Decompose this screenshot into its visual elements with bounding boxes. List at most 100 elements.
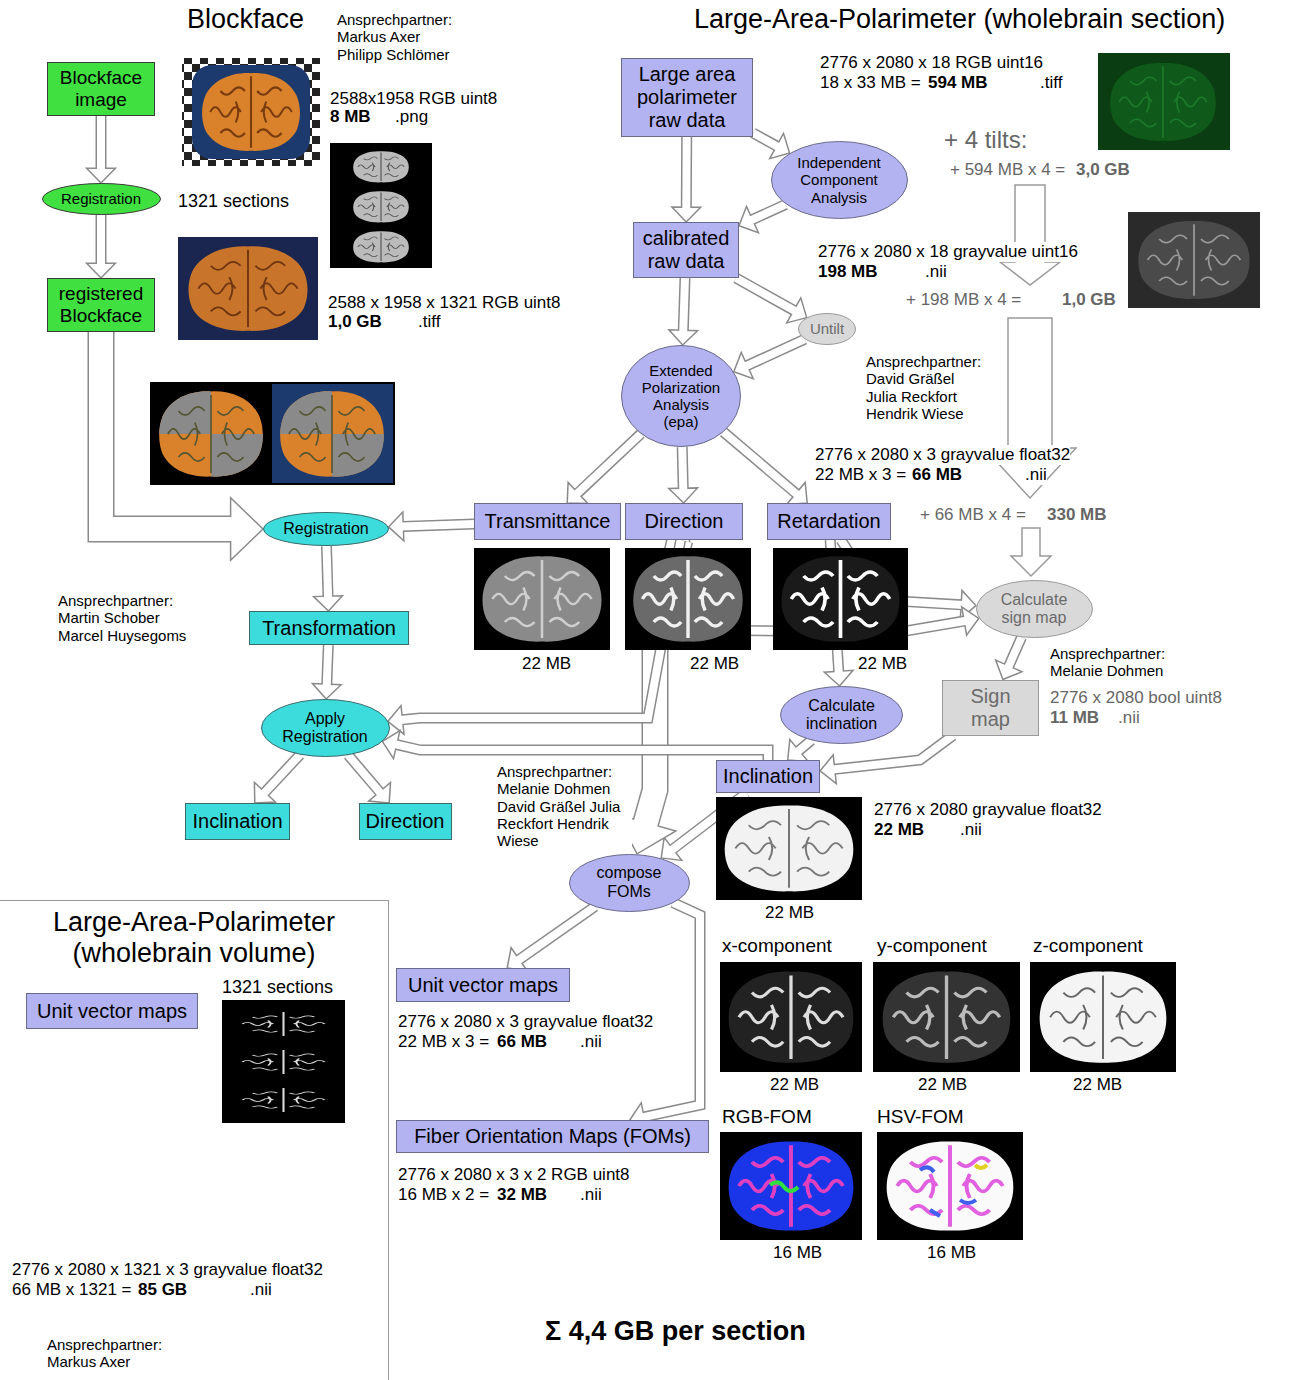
annotation-text: 22 MB [770,1075,819,1095]
arrow-core [518,907,595,961]
node-label: Registration [283,520,368,538]
flow-arrow [753,133,790,159]
slice-stack-image [330,143,432,268]
arrow-core [1008,637,1022,668]
label-holder: 16 MB x 2 = [398,1185,489,1205]
annotation-text: 2776 x 2080 x 3 x 2 RGB uint8 [398,1165,630,1185]
annotation-text: 22 MB [858,654,907,674]
flow-arrow [389,512,475,541]
annotation-text: 22 MB [918,1075,967,1095]
arrow-head [672,207,701,222]
process-box: Unit vector maps [26,993,198,1029]
label-holder: 66 MB [497,1032,547,1052]
annotation-text: 594 MB [928,73,988,93]
node-label: Independent Component Analysis [792,154,886,206]
label-holder: 22 MB x 3 = [815,465,906,485]
annotation-text: 8 MB [330,107,371,127]
raw-data-image [1098,53,1230,150]
process-box: calibrated raw data [633,222,739,278]
label-holder: Ansprechpartner: Markus Axer Philipp Sch… [337,11,455,63]
label-holder: .tiff [418,312,440,332]
y-component-image [873,962,1020,1072]
volume-panel: Large-Area-Polarimeter (wholebrain volum… [0,900,389,1380]
label-holder: 22 MB [1073,1075,1122,1095]
label-holder: Blockface [187,4,304,35]
ellipse-shape [976,581,1092,638]
annotation-text: 3,0 GB [1076,160,1130,180]
label-holder: + 594 MB x 4 = [950,160,1065,180]
arrow-head [231,498,263,560]
label-holder: 66 MB x 1321 = [12,1280,132,1300]
ellipse-shape [569,854,689,911]
label-holder: 22 MB x 3 = [398,1032,489,1052]
flow-arrow [87,116,116,183]
annotation-text: Ansprechpartner: Melanie Dohmen David Gr… [497,763,632,849]
node-label: Direction [645,510,724,533]
z-component-image [1030,962,1176,1072]
flow-arrow [382,731,768,760]
label-holder: 2776 x 2080 grayvalue float32 [874,800,1102,820]
annotation-text: 66 MB [912,465,962,485]
label-holder: 11 MB [1050,708,1099,728]
label-holder: Ansprechpartner: Melanie Dohmen [1050,645,1185,680]
flow-arrow [734,339,805,379]
process-box: Transmittance [474,503,621,540]
annotation-text: 11 MB [1050,708,1099,728]
label-holder: .nii [960,820,982,840]
label-holder: .nii [1118,708,1140,728]
process-box: Transformation [249,611,409,645]
node-label: Calculate inclination [800,697,883,734]
direction-image [625,548,751,650]
annotation-text: HSV-FOM [877,1106,964,1128]
label-holder: 594 MB [928,73,988,93]
annotation-text: 2776 x 2080 x 3 grayvalue float32 [815,445,1070,465]
node-label: Transformation [262,617,396,640]
label-holder: 2776 x 2080 x 3 x 2 RGB uint8 [398,1165,630,1185]
annotation-text: 2776 x 2080 grayvalue float32 [874,800,1102,820]
annotation-text: .tiff [1040,73,1062,93]
label-holder: 22 MB [770,1075,819,1095]
annotation-text: .tiff [418,312,440,332]
label-holder: .nii [580,1032,602,1052]
annotation-text: .png [395,107,428,127]
label-holder: 1,0 GB [328,312,382,332]
registered-blockface-image [178,237,318,340]
annotation-text: 16 MB [927,1243,976,1263]
label-holder: .png [395,107,428,127]
flow-arrow [567,434,641,504]
annotation-text: + 66 MB x 4 = [920,505,1026,525]
label-holder: 22 MB [858,654,907,674]
arrow-core [682,137,690,210]
annotation-text: Ansprechpartner: David Gräßel Julia Reck… [866,353,984,422]
annotation-text: z-component [1033,935,1143,957]
ellipse-shape [799,314,856,345]
arrow-core [753,133,778,147]
label-holder: .nii [925,262,947,282]
annotation-text: Ansprechpartner: Martin Schober Marcel H… [58,592,193,644]
flow-arrow [348,755,390,803]
annotation-text: + 198 MB x 4 = [906,290,1021,310]
annotation-text: x-component [722,935,832,957]
annotation-text: 198 MB [818,262,878,282]
label-holder: 16 MB [773,1243,822,1263]
annotation-text: 66 MB [497,1032,547,1052]
arrow-head [87,263,116,278]
annotation-text: Ansprechpartner: Markus Axer Philipp Sch… [337,11,455,63]
annotation-text: 85 GB [138,1280,187,1300]
node-label: Unit vector maps [408,974,558,997]
label-holder: 2776 x 2080 x 18 grayvalue uint16 [818,242,1078,262]
hsv-fom-image [877,1132,1023,1240]
ellipse-shape [771,142,907,219]
volume-image [222,1000,345,1123]
node-label: Retardation [777,510,880,533]
annotation-text: 1,0 GB [328,312,382,332]
annotation-text: 22 MB x 3 = [815,465,906,485]
annotation-text: .nii [250,1280,272,1300]
node-label: Direction [366,810,445,833]
label-holder: y-component [877,935,987,957]
ellipse-shape [781,687,903,744]
annotation-text: + 4 tilts: [944,126,1027,154]
annotation-text: 2776 x 2080 x 3 grayvalue float32 [398,1012,653,1032]
node-label: Registration [61,190,141,207]
flow-arrow [507,907,595,972]
